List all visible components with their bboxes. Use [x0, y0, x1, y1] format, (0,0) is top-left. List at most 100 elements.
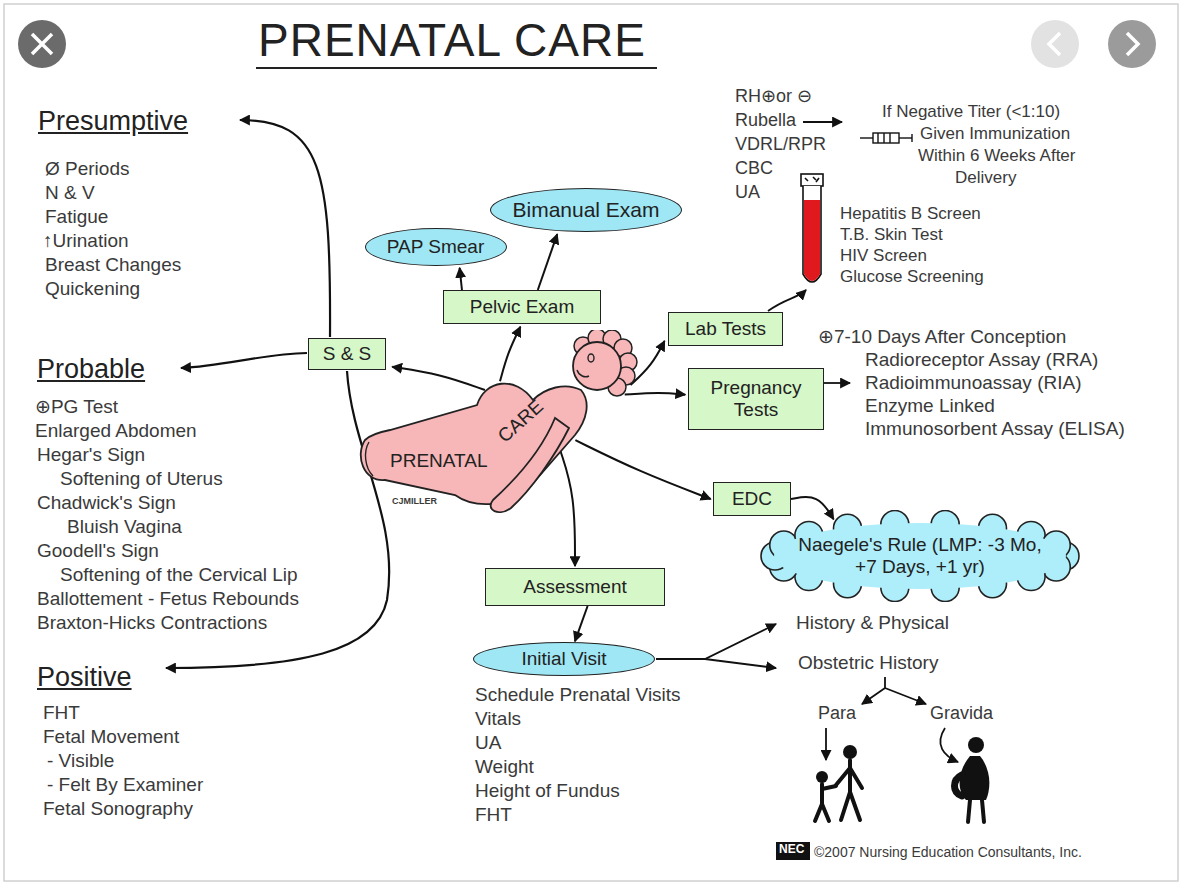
list-item: Fetal Sonography [43, 798, 193, 820]
decoration [841, 792, 850, 820]
test-tube [801, 174, 823, 282]
connector-arrow [625, 393, 686, 395]
connector-arrow [460, 268, 462, 290]
oval-node: Bimanual Exam [490, 188, 682, 232]
title-underline [256, 67, 657, 69]
decoration [803, 121, 842, 123]
list-item: FHT [475, 804, 512, 826]
list-item: Goodell's Sign [37, 540, 159, 562]
process-box: EDC [713, 482, 791, 516]
list-item: T.B. Skin Test [840, 225, 943, 245]
process-box: Pregnancy Tests [688, 368, 824, 430]
list-item: Braxton-Hicks Contractions [37, 612, 267, 634]
decoration [848, 760, 852, 792]
oval-node: Initial Visit [473, 642, 655, 676]
connector-arrow [575, 440, 710, 499]
head [573, 342, 621, 390]
decoration [911, 134, 912, 142]
list-item: Fetal Movement [43, 726, 179, 748]
list-item: RH⊕or ⊖ [735, 86, 812, 107]
connector-arrow [560, 450, 575, 566]
section-heading: Positive [37, 662, 132, 693]
visit-leaders [656, 624, 958, 762]
list-item: History & Physical [796, 612, 949, 634]
signs-leaders [166, 120, 389, 668]
list-item: ⊕PG Test [35, 396, 118, 418]
figure-node: PRENATALCARE [355, 330, 645, 520]
list-item: Softening of Uterus [60, 468, 223, 490]
decoration [1108, 20, 1156, 68]
node-text: PRENATAL [390, 450, 488, 472]
list-item: Gravida [930, 703, 993, 724]
decoration [968, 737, 984, 753]
decoration [843, 745, 857, 759]
decoration [982, 800, 984, 822]
node-text: Bimanual Exam [512, 198, 659, 222]
decoration [968, 800, 970, 822]
list-item: Given Immunization [920, 124, 1070, 144]
decoration [1031, 20, 1079, 68]
decoration [877, 133, 878, 143]
node-text: S & S [323, 343, 372, 365]
connector-arrow [392, 367, 485, 390]
node-text: EDC [732, 488, 772, 510]
decoration [1049, 33, 1060, 55]
decoration [850, 792, 860, 820]
node-text: Pelvic Exam [470, 296, 575, 318]
decoration [1127, 33, 1138, 55]
process-box: Assessment [485, 568, 665, 606]
signature: CJMILLER [392, 496, 437, 506]
list-item: Immunosorbent Assay (ELISA) [865, 418, 1125, 440]
connector-arrow [500, 327, 520, 382]
node-text: Naegele's Rule (LMP: -3 Mo, +7 Days, +1 … [795, 534, 1045, 578]
process-box: S & S [308, 338, 386, 370]
decoration [955, 775, 963, 796]
list-item: UA [735, 182, 760, 203]
list-item: Quickening [45, 278, 140, 300]
cloud-fill [774, 523, 1066, 589]
list-item: Weight [475, 756, 534, 778]
decoration [885, 688, 926, 704]
list-item: Ø Periods [45, 158, 129, 180]
frame [4, 4, 1178, 881]
node-text: Assessment [523, 576, 626, 598]
decoration [860, 137, 873, 138]
node-text: Lab Tests [685, 318, 766, 340]
syringe [860, 133, 912, 143]
list-item: Chadwick's Sign [37, 492, 176, 514]
list-item: Delivery [955, 168, 1016, 188]
decoration [836, 768, 850, 785]
decoration [820, 382, 850, 384]
decoration [32, 34, 52, 54]
list-item: Fatigue [45, 206, 108, 228]
list-item: Glucose Screening [840, 267, 984, 287]
list-item: FHT [43, 702, 80, 724]
list-item: ©2007 Nursing Education Consultants, Inc… [814, 844, 1082, 860]
list-item: N & V [45, 182, 95, 204]
connector-arrow [538, 234, 557, 290]
section-heading: Presumptive [38, 106, 188, 137]
eye [588, 354, 594, 362]
mouth [577, 370, 589, 377]
decoration [873, 133, 899, 143]
list-item: Vitals [475, 708, 521, 730]
list-item: Ballottement - Fetus Rebounds [37, 588, 299, 610]
node-text: Initial Visit [521, 648, 606, 670]
decoration [803, 186, 821, 282]
list-item: ⊕7-10 Days After Conception [818, 326, 1066, 348]
list-item: Obstetric History [798, 652, 938, 674]
list-item: If Negative Titer (<1:10) [882, 102, 1060, 122]
list-item: - Visible [47, 750, 114, 772]
list-item: VDRL/RPR [735, 134, 826, 155]
node-text: Pregnancy Tests [689, 377, 823, 421]
list-item: HIV Screen [840, 246, 927, 266]
foot-line [366, 442, 373, 476]
list-item: Enlarged Abdomen [35, 420, 197, 442]
list-item: - Felt By Examiner [47, 774, 203, 796]
node-text: PAP Smear [387, 236, 485, 258]
decoration [825, 728, 827, 760]
title: PRENATAL CARE [258, 14, 646, 67]
connector-arrow [575, 606, 588, 641]
decoration [705, 659, 776, 668]
